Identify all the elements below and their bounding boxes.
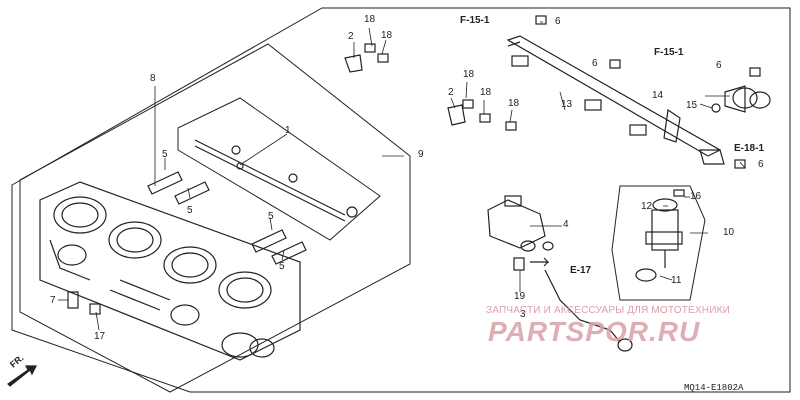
fr-arrow [7, 365, 37, 387]
injector-holder [487, 195, 633, 352]
part-ref-19: 19 [514, 291, 526, 302]
fuel-injector [635, 198, 683, 282]
part-ref-6: 6 [592, 58, 598, 69]
part-ref-5: 5 [187, 205, 193, 216]
part-ref-16: 16 [690, 191, 702, 202]
part-ref-10: 10 [723, 227, 735, 238]
part-ref-18: 18 [508, 98, 520, 109]
part-ref-6: 6 [758, 159, 764, 170]
part-ref-18: 18 [463, 69, 475, 80]
throttle-body-enclosure [19, 43, 411, 393]
part-ref-2: 2 [348, 31, 354, 42]
shaft [194, 139, 358, 222]
drawing-code: MQ14-E1802A [684, 383, 744, 393]
watermark-logo: PARTSPOR.RU [488, 316, 701, 347]
small-fasteners [67, 15, 761, 315]
section-ref-e17: E-17 [570, 265, 592, 276]
throttle-bodies [39, 181, 301, 361]
fuel-rail [506, 35, 725, 165]
part-ref-6: 6 [555, 16, 561, 27]
part-ref-6: 6 [716, 60, 722, 71]
part-ref-1: 1 [285, 125, 291, 136]
part-ref-17: 17 [94, 331, 106, 342]
e17-arrow [530, 257, 550, 267]
part-ref-7: 7 [50, 295, 56, 306]
part-ref-12: 12 [641, 201, 653, 212]
part-ref-4: 4 [563, 219, 569, 230]
section-ref-e18-1: E-18-1 [734, 143, 765, 154]
section-ref-f15-1: F-15-1 [460, 15, 490, 26]
part-ref-5: 5 [268, 211, 274, 222]
part-ref-5: 5 [279, 261, 285, 272]
part-ref-2: 2 [448, 87, 454, 98]
section-ref-f15-1: F-15-1 [654, 47, 684, 58]
part-ref-13: 13 [561, 99, 573, 110]
part-ref-5: 5 [162, 149, 168, 160]
injector-box [611, 185, 706, 301]
part-ref-18: 18 [364, 14, 376, 25]
shaft-subframe [177, 97, 381, 241]
part-ref-14: 14 [652, 90, 664, 101]
outer-frame [11, 7, 791, 393]
part-ref-15: 15 [686, 100, 698, 111]
vacuum-fittings [147, 171, 307, 265]
part-ref-8: 8 [150, 73, 156, 84]
part-ref-3: 3 [520, 309, 526, 320]
pressure-regulator [711, 85, 771, 113]
part-ref-18: 18 [480, 87, 492, 98]
part-ref-11: 11 [671, 275, 682, 286]
part-ref-9: 9 [418, 149, 424, 160]
watermark-tagline: ЗАПЧАСТИ И АКСЕССУАРЫ ДЛЯ МОТОТЕХНИКИ [486, 305, 731, 316]
part-ref-18: 18 [381, 30, 393, 41]
